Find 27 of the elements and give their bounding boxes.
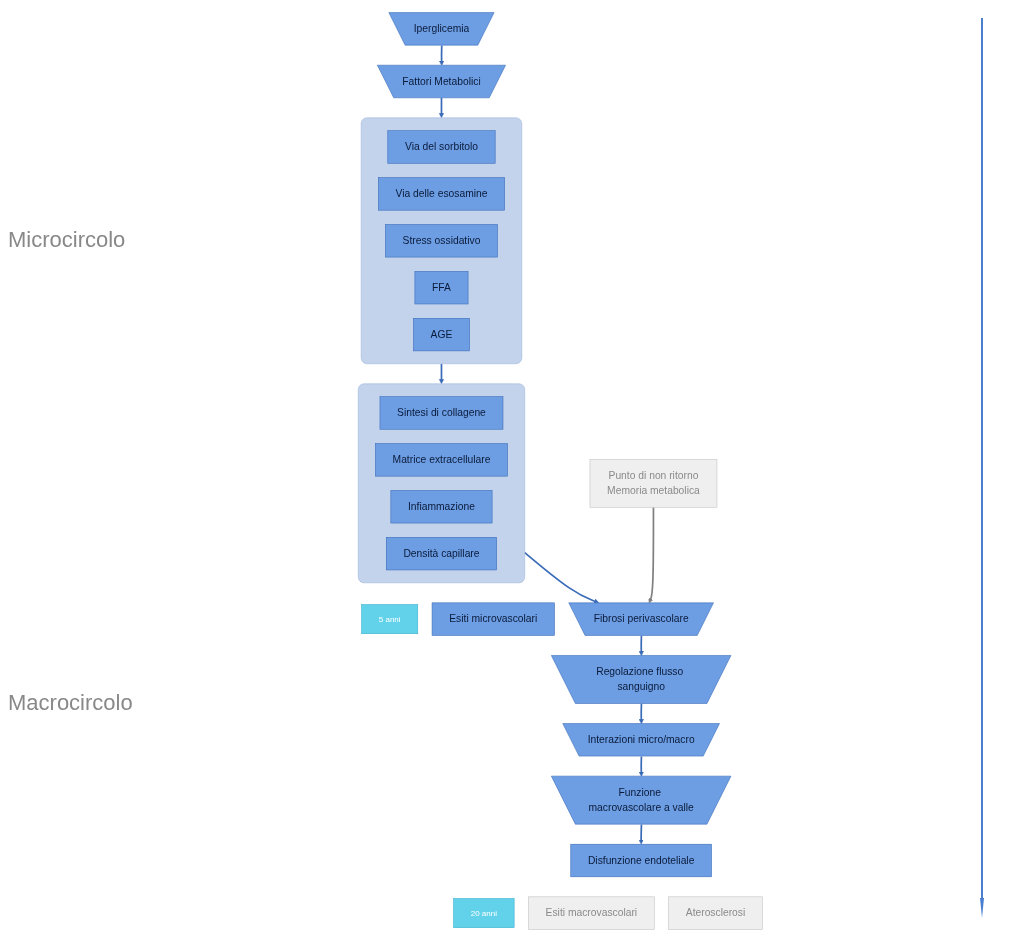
node-box: Infiammazione bbox=[390, 490, 493, 524]
arrow bbox=[638, 823, 644, 845]
arrow bbox=[648, 506, 654, 604]
node-box: Aterosclerosi bbox=[667, 896, 763, 930]
node-box: Punto di non ritorno Memoria metabolica bbox=[589, 459, 717, 508]
section-label: Microcircolo bbox=[8, 226, 127, 253]
node-box: AGE bbox=[412, 318, 470, 352]
section-label: Macrocircolo bbox=[8, 689, 134, 716]
node-box: Densità capillare bbox=[385, 537, 497, 571]
node-box: Via delle esosamine bbox=[377, 177, 505, 211]
node-box: Stress ossidativo bbox=[384, 224, 498, 258]
arrow bbox=[638, 634, 644, 656]
node-box: Via del sorbitolo bbox=[387, 130, 496, 164]
cluster bbox=[360, 117, 522, 365]
node-box: Sintesi di collagene bbox=[379, 396, 503, 430]
node-box: 20 anni bbox=[452, 898, 515, 928]
node-box: FFA bbox=[414, 271, 468, 305]
node-box: Esiti microvascolari bbox=[431, 602, 555, 636]
arrow bbox=[438, 362, 444, 384]
arrow bbox=[523, 551, 599, 604]
node-box: Matrice extracellulare bbox=[374, 443, 508, 477]
cluster bbox=[357, 383, 525, 584]
node-box: Esiti macrovascolari bbox=[527, 896, 655, 930]
arrow bbox=[638, 755, 644, 777]
arrow bbox=[638, 702, 644, 725]
node-box: 5 anni bbox=[361, 604, 418, 634]
node-box: Disfunzione endoteliale bbox=[570, 843, 712, 878]
